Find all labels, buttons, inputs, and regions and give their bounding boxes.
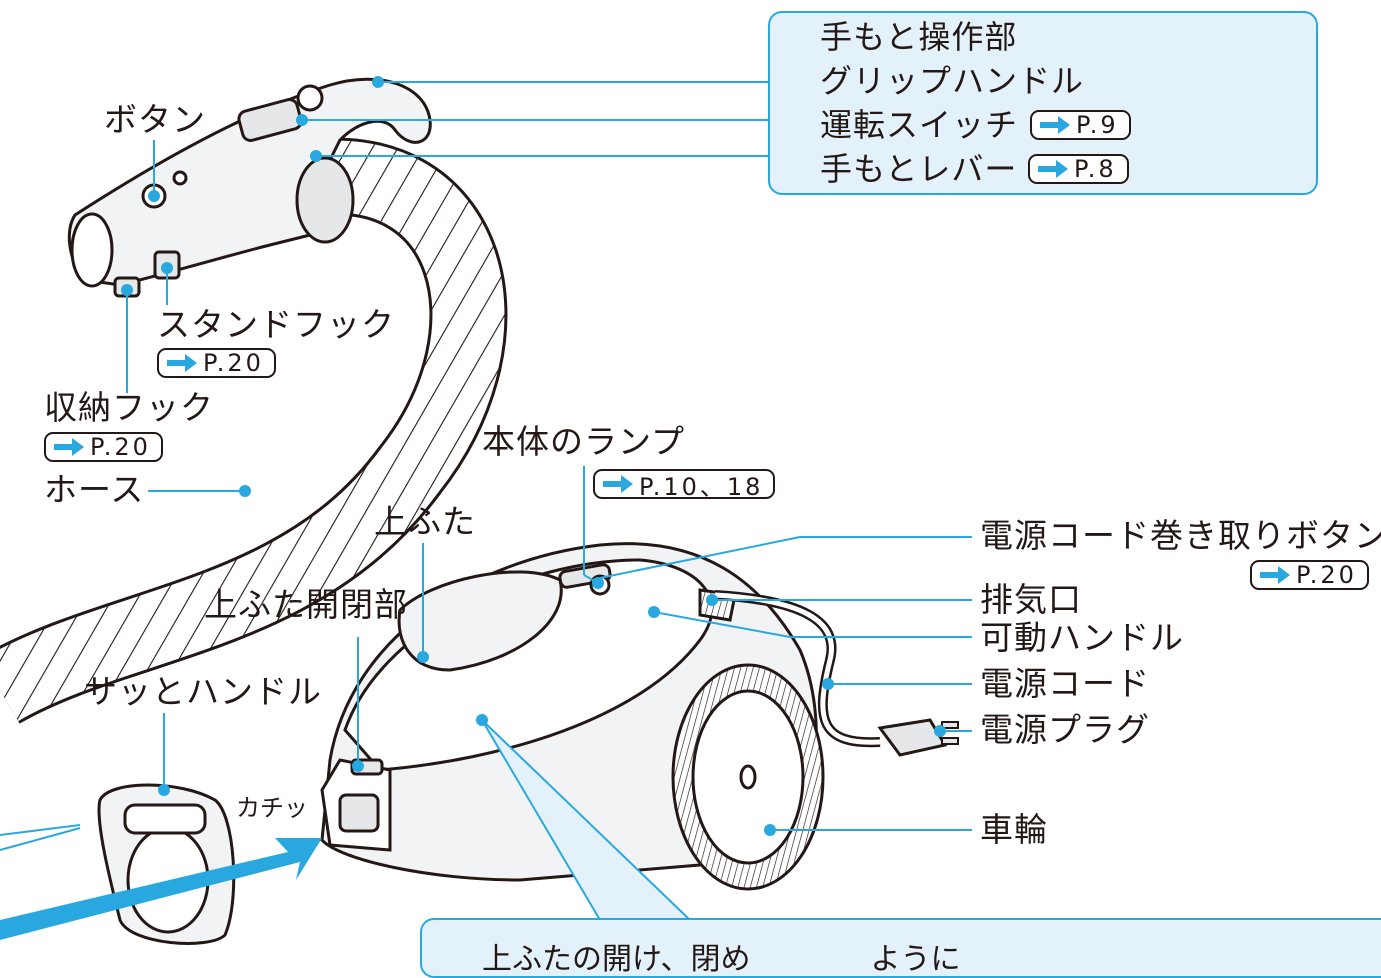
ref-hand-lever[interactable]: P.8	[1028, 154, 1129, 184]
power-plug-label: 電源プラグ	[980, 710, 1150, 749]
leader-lines	[0, 76, 972, 851]
grip-control-label: 手もと操作部	[820, 18, 1018, 56]
insert-arrow-graphic	[0, 838, 322, 940]
power-cord-graphic	[714, 590, 959, 757]
note-box: 上ふたの開け、閉め ように	[420, 918, 1381, 978]
arrow-right-icon	[167, 354, 197, 372]
ref-run-switch[interactable]: P.9	[1030, 110, 1131, 140]
body-lamp-label: 本体のランプ	[482, 422, 686, 461]
click-sound-label: カチッ	[236, 794, 308, 822]
ref-stand-hook[interactable]: P.20	[157, 348, 276, 378]
grip-handle-graphic	[67, 77, 432, 298]
arrow-right-icon	[54, 438, 84, 456]
arrow-right-icon	[603, 475, 633, 493]
ref-storage-hook[interactable]: P.20	[44, 432, 163, 462]
arrow-right-icon	[1038, 160, 1068, 178]
hose-graphic	[0, 137, 508, 725]
arrow-right-icon	[1040, 116, 1070, 134]
button-label: ボタン	[104, 100, 206, 139]
hose-label: ホース	[44, 470, 145, 509]
stand-hook-label: スタンドフック	[157, 305, 395, 344]
exhaust-label: 排気口	[980, 580, 1082, 619]
vacuum-illustration	[0, 76, 972, 945]
grip-callout-box: 手もと操作部 グリップハンドル 運転スイッチ 手もとレバー P.9 P.8	[768, 11, 1318, 195]
run-switch-label: 運転スイッチ	[820, 106, 1019, 144]
quick-handle-label: サッとハンドル	[84, 672, 322, 711]
vacuum-body-graphic	[320, 542, 825, 891]
ref-cord-rewind[interactable]: P.20	[1250, 560, 1369, 590]
top-lid-opener-label: 上ふた開閉部	[204, 585, 408, 624]
movable-handle-label: 可動ハンドル	[980, 618, 1184, 657]
grip-handle-label: グリップハンドル	[820, 62, 1085, 100]
quick-handle-graphic	[97, 783, 236, 945]
arrow-right-icon	[1260, 566, 1290, 584]
note-text: 上ふたの開け、閉め ように	[482, 942, 961, 977]
power-cord-label: 電源コード	[980, 664, 1150, 703]
wheel-label: 車輪	[980, 810, 1048, 849]
top-lid-label: 上ふた	[374, 502, 476, 541]
ref-body-lamp[interactable]: P.10、18	[593, 469, 776, 501]
storage-hook-label: 収納フック	[44, 388, 214, 427]
hand-lever-label: 手もとレバー	[820, 150, 1018, 188]
cord-rewind-button-label: 電源コード巻き取りボタン	[980, 516, 1381, 555]
